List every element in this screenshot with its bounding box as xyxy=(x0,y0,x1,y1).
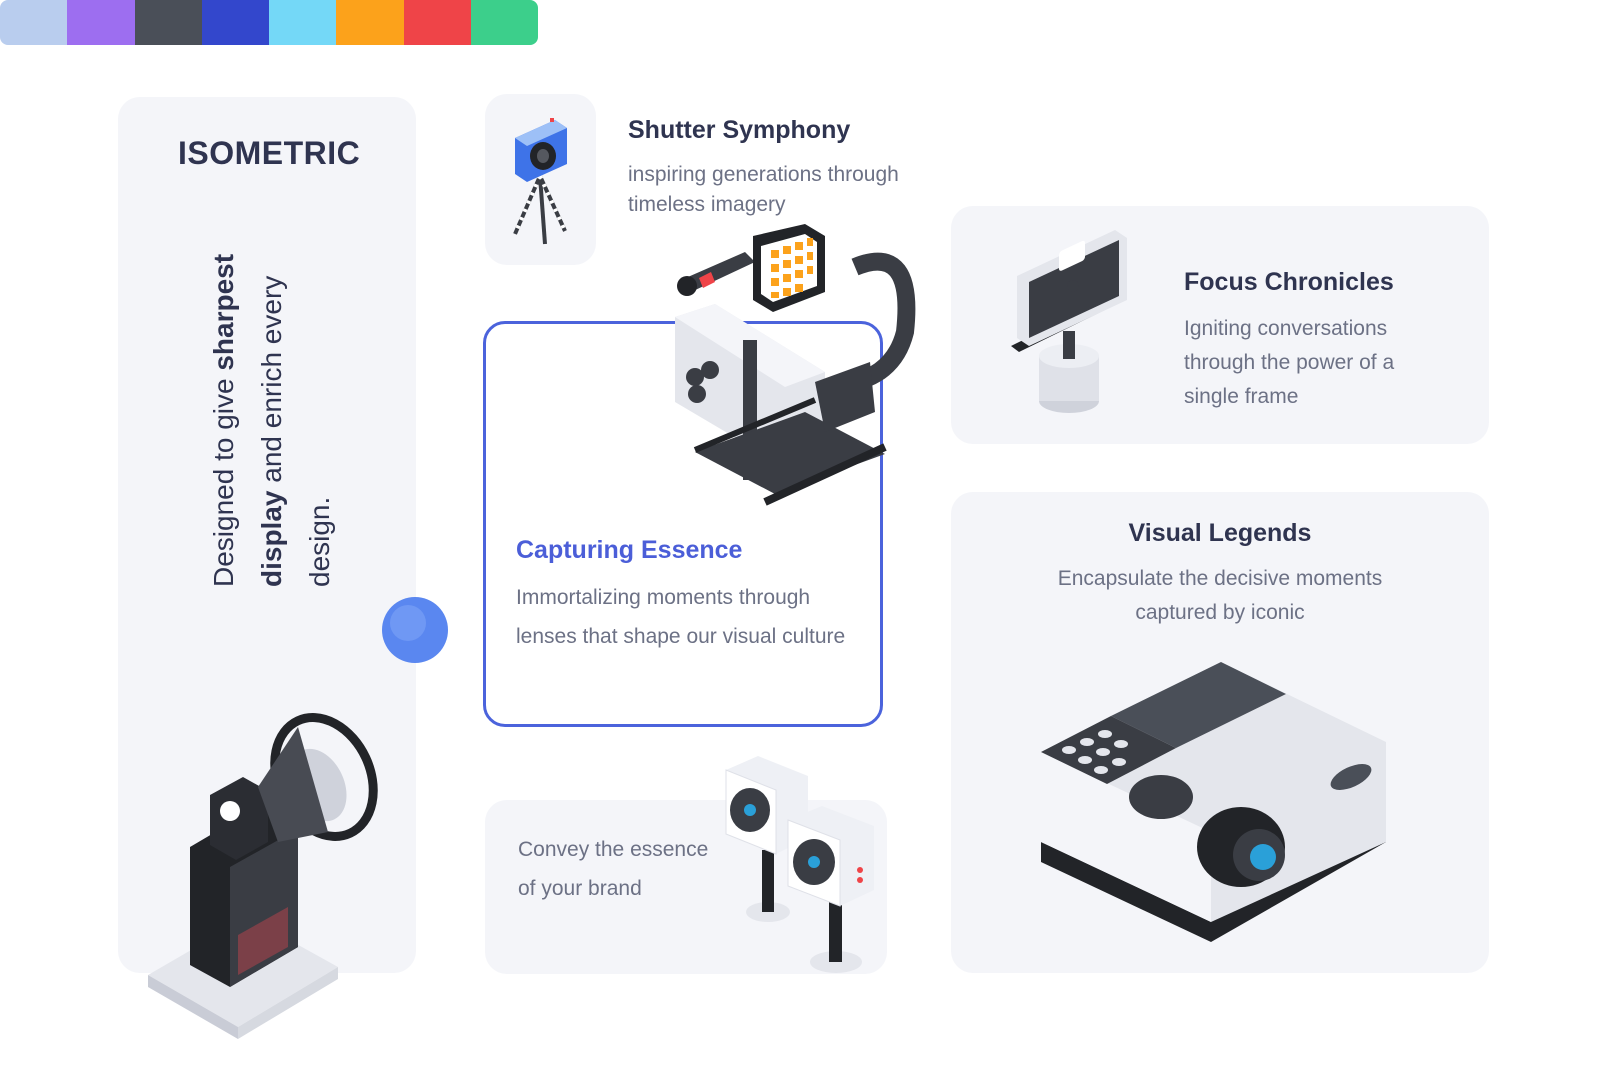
visual-legends-card: Visual Legends Encapsulate the decisive … xyxy=(951,492,1489,973)
accent-dot xyxy=(382,597,448,663)
camera-tripod-icon xyxy=(513,118,567,245)
shutter-subtitle: inspiring generations through timeless i… xyxy=(628,163,899,216)
capturing-subtitle: Immortalizing moments through lenses tha… xyxy=(516,586,846,648)
palette-swatch xyxy=(269,0,337,45)
vertical-tagline: Designed to give sharpest display and en… xyxy=(200,227,400,587)
video-rig-icon xyxy=(675,224,916,506)
focus-title: Focus Chronicles xyxy=(1184,268,1394,296)
tagline-text: Designed to give xyxy=(208,370,239,587)
palette-swatch xyxy=(336,0,404,45)
palette-swatch xyxy=(0,0,68,45)
brand-title: ISOMETRIC xyxy=(178,135,361,171)
tagline-bold-sharpest: sharpest xyxy=(208,253,239,371)
palette-swatch xyxy=(67,0,135,45)
capturing-title: Capturing Essence xyxy=(516,536,743,564)
focus-subtitle: Igniting conversations through the power… xyxy=(1184,317,1395,408)
projector-icon xyxy=(1041,662,1386,942)
legends-subtitle: Encapsulate the decisive moments capture… xyxy=(1057,567,1383,624)
shutter-title: Shutter Symphony xyxy=(628,116,851,144)
phone-camera-icon xyxy=(1011,230,1127,413)
palette-swatch xyxy=(403,0,471,45)
tagline-bold-display: display xyxy=(256,490,287,587)
focus-card: Focus Chronicles Igniting conversations … xyxy=(951,206,1489,444)
legends-title: Visual Legends xyxy=(1128,519,1312,547)
palette-swatch xyxy=(201,0,269,45)
color-palette xyxy=(0,0,538,45)
left-panel-card: ISOMETRIC Designed to give sharpest disp… xyxy=(118,97,416,1039)
capturing-card[interactable]: Capturing Essence Immortalizing moments … xyxy=(483,321,883,727)
palette-swatch xyxy=(134,0,202,45)
palette-swatch xyxy=(470,0,538,45)
flash-icon xyxy=(148,713,378,1039)
shutter-icon-card xyxy=(485,94,596,265)
webcam-icon xyxy=(725,756,874,973)
brand-card-text: Convey the essence of your brand xyxy=(518,838,709,900)
